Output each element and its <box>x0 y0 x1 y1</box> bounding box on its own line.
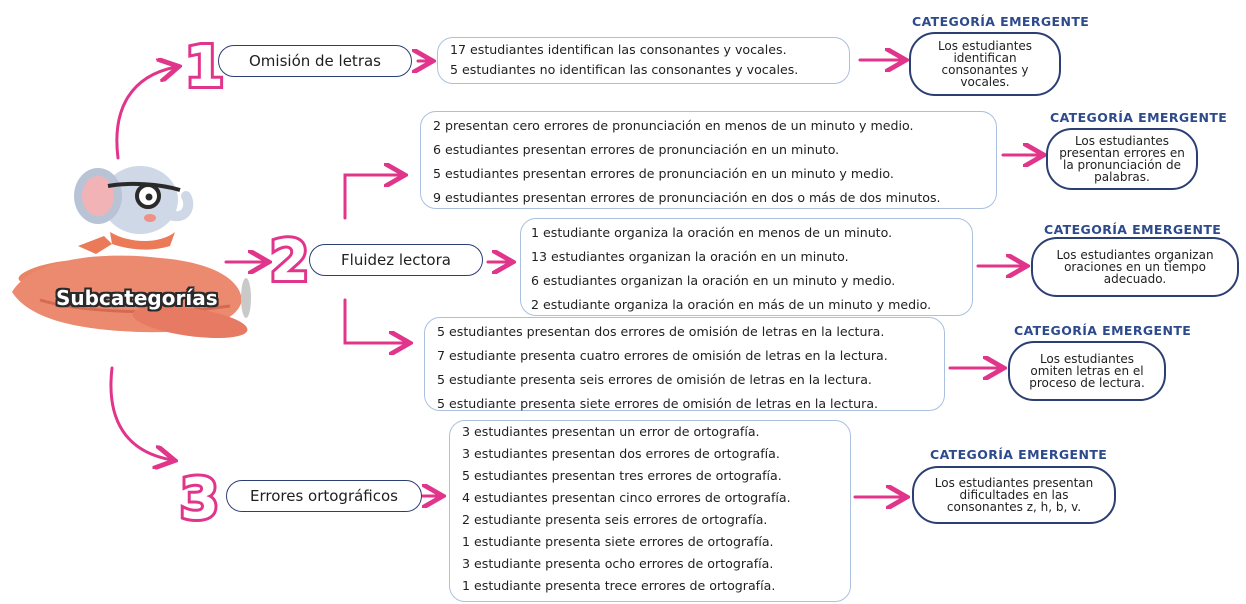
mascot-illustration <box>12 166 251 339</box>
arrow-to-1 <box>115 67 176 160</box>
arrow-b2-up <box>343 175 402 220</box>
list-item: 5 estudiante presenta seis errores de om… <box>437 372 872 387</box>
emergent-title-1: CATEGORÍA EMERGENTE <box>912 14 1090 29</box>
list-omision-de-letras: 17 estudiantes identifican las consonant… <box>437 37 850 84</box>
emergent-box-1: Los estudiantes identifican consonantes … <box>909 32 1061 96</box>
list-item: 1 estudiante presenta siete errores de o… <box>462 534 774 549</box>
list-item: 5 estudiantes no identifican las consona… <box>450 61 799 77</box>
list-pronunciacion: 2 presentan cero errores de pronunciació… <box>420 111 997 209</box>
branch-errores-ortograficos[interactable]: Errores ortográficos <box>226 480 422 512</box>
center-label: Subcategorías <box>56 286 218 310</box>
list-item: 7 estudiante presenta cuatro errores de … <box>437 348 888 363</box>
number-2: 2 <box>270 229 309 294</box>
list-item: 2 presentan cero errores de pronunciació… <box>433 118 914 133</box>
list-item: 5 estudiantes presentan dos errores de o… <box>437 324 885 339</box>
list-item: 6 estudiantes organizan la oración en un… <box>531 273 896 288</box>
emergent-title-3: CATEGORÍA EMERGENTE <box>1044 222 1222 237</box>
list-item: 3 estudiante presenta ocho errores de or… <box>462 556 774 571</box>
list-item: 9 estudiantes presentan errores de pronu… <box>433 190 941 205</box>
list-item: 17 estudiantes identifican las consonant… <box>450 42 787 57</box>
emergent-box-2: Los estudiantes presentan errores en la … <box>1046 128 1198 190</box>
number-3: 3 <box>180 467 219 532</box>
list-omision-lectura: 5 estudiantes presentan dos errores de o… <box>424 317 945 411</box>
list-item: 5 estudiante presenta siete errores de o… <box>437 396 879 411</box>
arrow-b2-down <box>343 298 407 343</box>
list-ortografia: 3 estudiantes presentan un error de orto… <box>449 420 851 602</box>
list-item: 2 estudiante organiza la oración en más … <box>531 297 932 312</box>
list-item: 5 estudiantes presentan tres errores de … <box>462 468 782 483</box>
number-1: 1 <box>185 35 224 100</box>
list-item: 3 estudiantes presentan un error de orto… <box>462 424 760 439</box>
emergent-title-4: CATEGORÍA EMERGENTE <box>1014 323 1192 338</box>
list-item: 13 estudiantes organizan la oración en u… <box>531 249 849 264</box>
list-item: 3 estudiantes presentan dos errores de o… <box>462 446 780 461</box>
emergent-box-5: Los estudiantes presentan dificultades e… <box>912 466 1116 524</box>
list-item: 4 estudiantes presentan cinco errores de… <box>462 490 791 505</box>
branch-fluidez-lectora[interactable]: Fluidez lectora <box>309 244 483 276</box>
branch-omision-de-letras[interactable]: Omisión de letras <box>218 45 412 77</box>
list-item: 5 estudiantes presentan errores de pronu… <box>433 166 894 181</box>
arrow-to-3 <box>109 366 172 460</box>
list-item: 6 estudiantes presentan errores de pronu… <box>433 142 840 157</box>
list-item: 2 estudiante presenta seis errores de or… <box>462 512 768 527</box>
emergent-box-4: Los estudiantes omiten letras en el proc… <box>1008 341 1166 401</box>
emergent-title-2: CATEGORÍA EMERGENTE <box>1050 110 1228 125</box>
list-organiza-oracion: 1 estudiante organiza la oración en meno… <box>520 218 973 316</box>
list-item: 1 estudiante organiza la oración en meno… <box>531 225 893 240</box>
emergent-title-5: CATEGORÍA EMERGENTE <box>930 447 1108 462</box>
emergent-box-3: Los estudiantes organizan oraciones en u… <box>1031 237 1239 297</box>
list-item: 1 estudiante presenta trece errores de o… <box>462 578 776 593</box>
